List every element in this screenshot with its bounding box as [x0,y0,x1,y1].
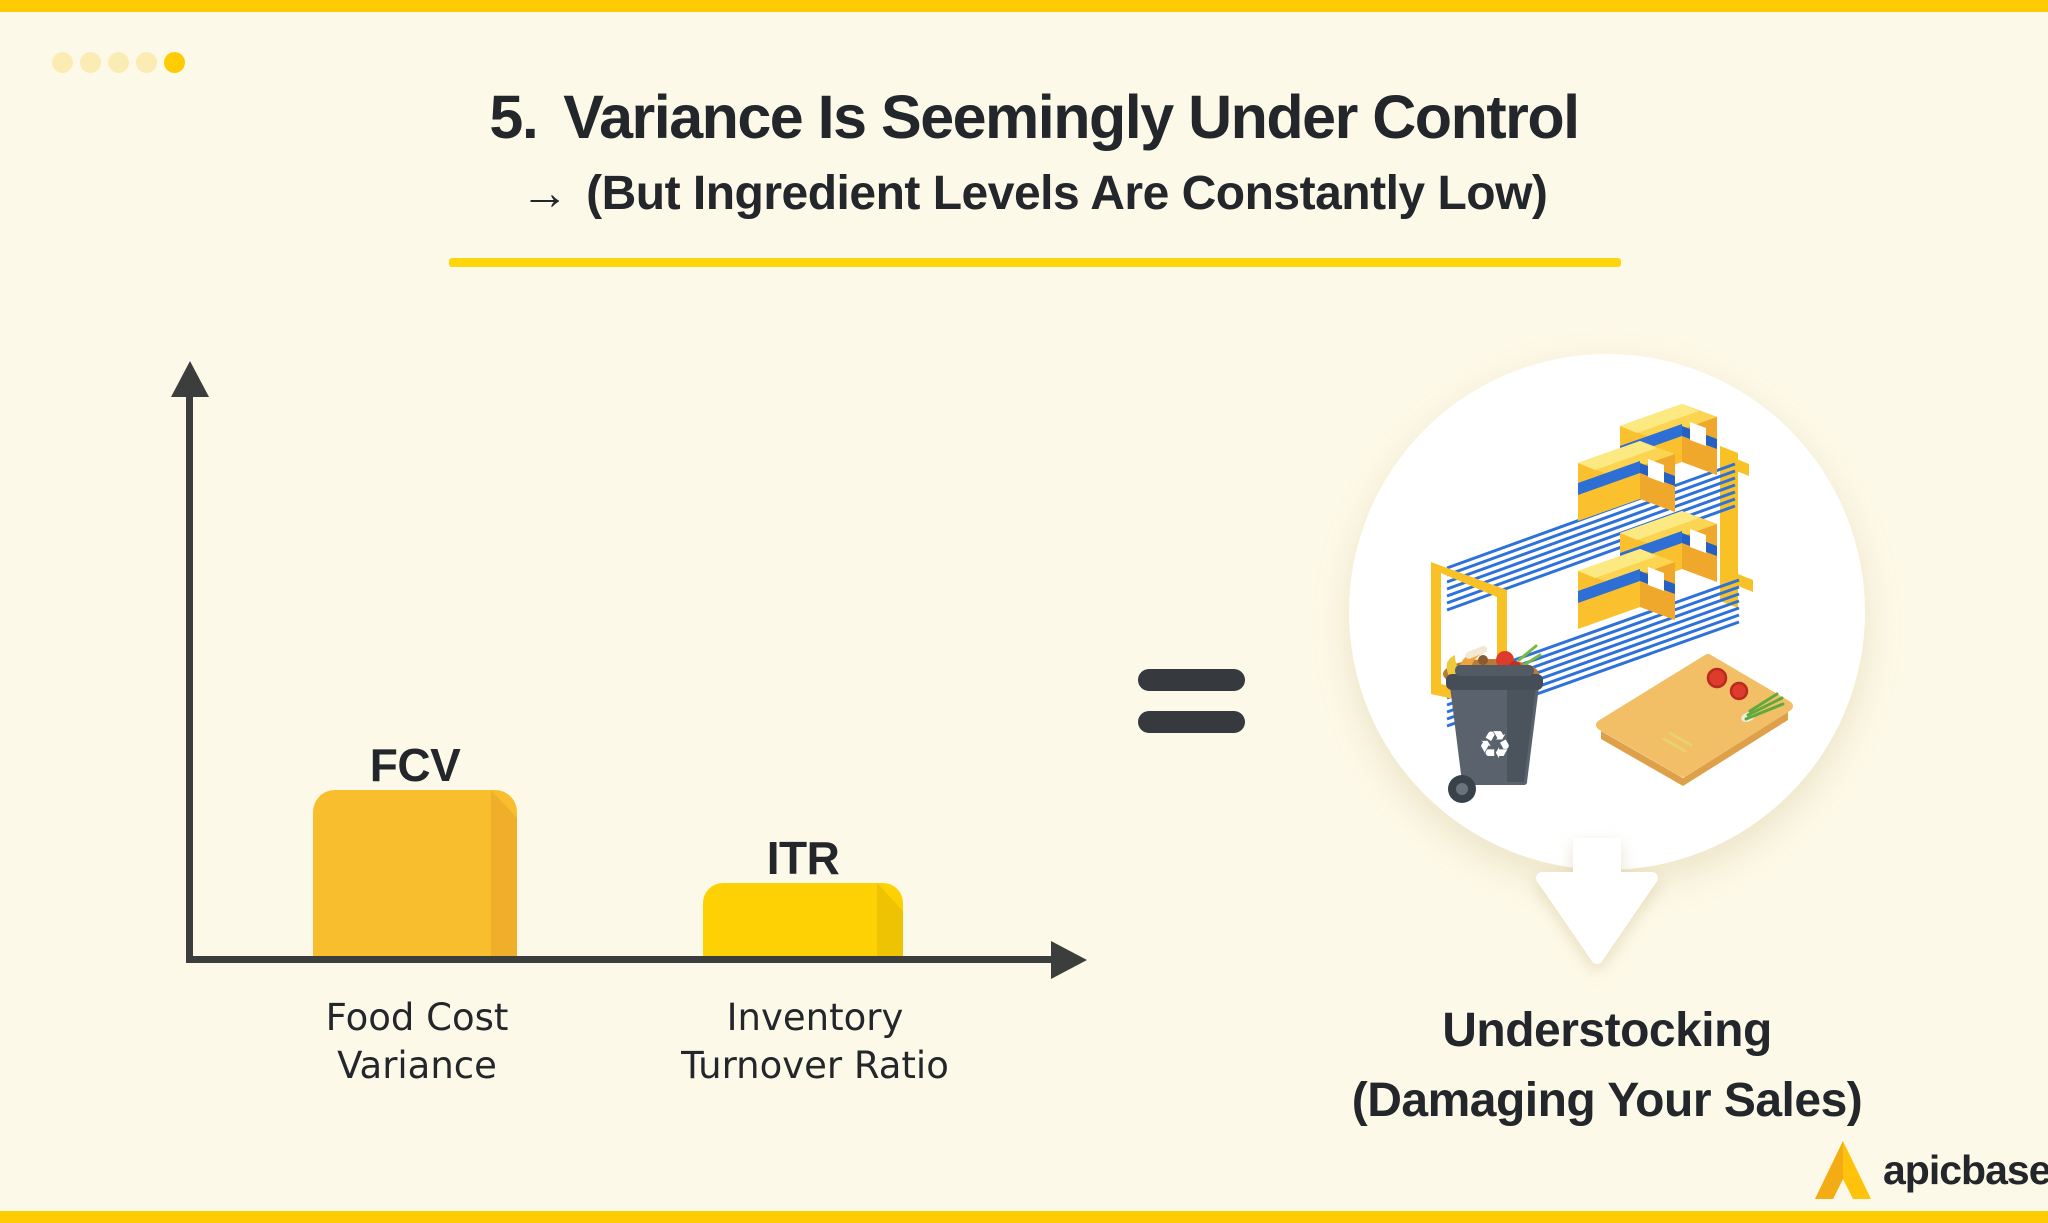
warehouse-illustration: ♻ [1431,404,1793,803]
progress-dot[interactable] [108,52,129,73]
progress-dot-active[interactable] [164,52,185,73]
caption-line-1: Understocking [1442,1004,1772,1057]
x-axis [186,956,1054,963]
title-underline [449,258,1621,267]
title-text: Variance Is Seemingly Under Control [563,83,1580,151]
page-title: 5. Variance Is Seemingly Under Control [0,82,2048,152]
bar-itr-shade [877,883,903,956]
caption-line-2: (Damaging Your Sales) [1351,1074,1863,1127]
cutting-board [1596,654,1793,786]
logo-text: apicbase [1883,1146,2048,1193]
subtitle-text: (But Ingredient Levels Are Constantly Lo… [586,167,1548,220]
category-label-inventory-turnover-ratio: Inventory Turnover Ratio [681,996,949,1087]
arrow-right-icon: → [520,167,569,220]
illustration-circle: ♻ [1349,354,1865,870]
equals-icon [1138,669,1245,733]
tomato [1729,681,1749,701]
progress-dot[interactable] [80,52,101,73]
down-arrow-icon [1536,838,1658,964]
page-subtitle: → (But Ingredient Levels Are Constantly L… [0,166,2048,221]
x-axis-arrowhead-icon [1051,941,1087,979]
bar-label-fcv: FCV [369,739,461,791]
bar-fcv-shade [491,790,517,956]
spring-onion [1741,692,1785,722]
equals-top-bar [1138,669,1245,691]
recycle-icon: ♻ [1478,723,1512,767]
waste-bin: ♻ [1446,665,1543,803]
bar-label-itr: ITR [766,832,840,884]
title-number: 5. [489,83,538,151]
progress-dot[interactable] [136,52,157,73]
progress-dot[interactable] [52,52,73,73]
equals-bottom-bar [1138,711,1245,733]
bar-itr [703,883,903,956]
result-caption: Understocking (Damaging Your Sales) [1307,996,1907,1136]
bar-fcv [313,790,517,956]
category-label-food-cost-variance: Food Cost Variance [325,996,509,1087]
tomato [1706,667,1728,689]
bottom-accent-bar [0,1211,2048,1223]
progress-dots [52,52,185,73]
apicbase-a-mark-icon [1815,1141,1871,1199]
top-accent-bar [0,0,2048,12]
y-axis-arrowhead-icon [171,361,209,397]
y-axis [186,392,193,956]
apicbase-logo: apicbase [1813,1139,2048,1201]
